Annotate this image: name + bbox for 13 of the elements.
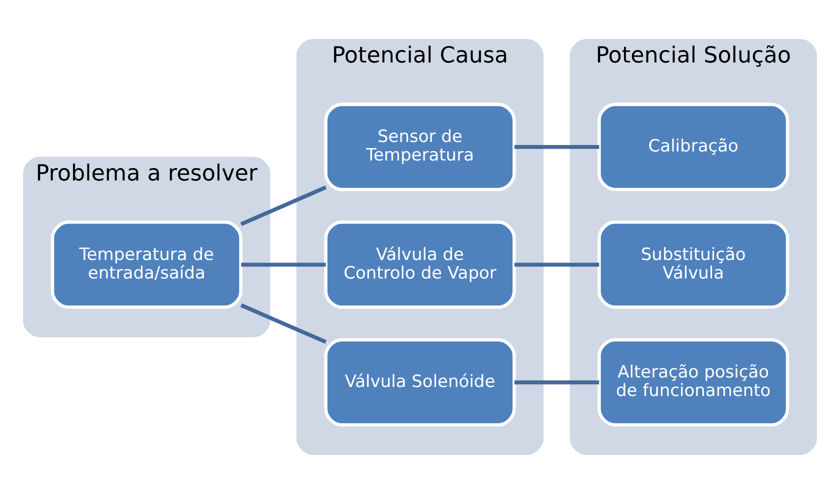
connector	[240, 185, 327, 226]
connector	[514, 144, 600, 148]
node-box: Alteração posição de funcionamento	[598, 338, 790, 426]
connector	[241, 262, 326, 266]
node-box: Válvula Solenóide	[324, 338, 516, 426]
node-box: Substituição Válvula	[598, 220, 790, 308]
connector	[240, 302, 327, 344]
node-box: Temperatura de entrada/saída	[50, 220, 242, 308]
connector	[514, 380, 600, 384]
node-box: Válvula de Controlo de Vapor	[324, 220, 516, 308]
node-box: Sensor de Temperatura	[324, 102, 516, 191]
connector	[514, 262, 600, 266]
node-box: Calibração	[598, 102, 790, 191]
